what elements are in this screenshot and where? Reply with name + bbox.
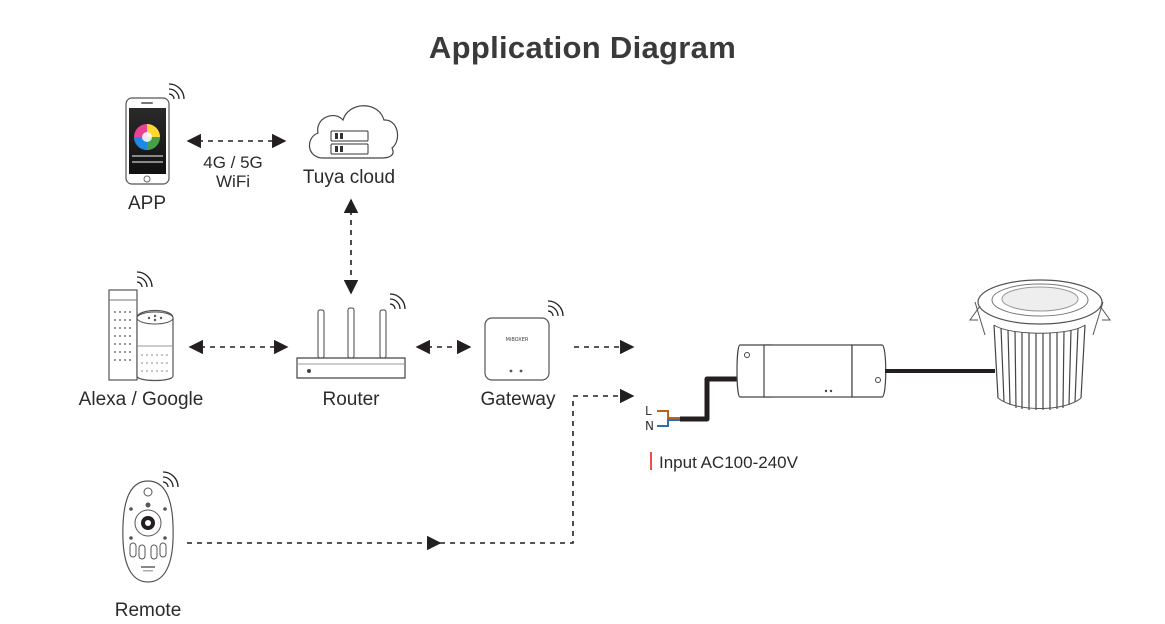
downlight-icon — [969, 279, 1111, 410]
remote-link-b — [440, 388, 635, 544]
wifi-signal-icon — [547, 300, 564, 317]
wifi-signal-icon — [168, 83, 185, 100]
driver-box — [736, 344, 887, 398]
remote-label: Remote — [114, 600, 182, 621]
link-label-wifi: WiFi — [216, 172, 250, 191]
power-wires — [657, 376, 740, 427]
terminal-l-label: L — [645, 404, 652, 418]
router-icon — [296, 307, 406, 379]
cloud-label: Tuya cloud — [302, 167, 396, 188]
router-label: Router — [322, 389, 380, 410]
gateway-brand: MiBOXER — [506, 337, 529, 343]
wifi-signal-icon — [162, 471, 179, 488]
wifi-signal-icon — [389, 293, 406, 310]
terminal-n-label: N — [645, 419, 654, 433]
cloud-icon — [309, 105, 399, 159]
gateway-label: Gateway — [480, 389, 556, 410]
input-voltage-label: Input AC100-240V — [659, 453, 798, 472]
link-label-network: 4G / 5G — [203, 153, 263, 172]
app-label: APP — [127, 193, 167, 214]
smart-speaker-icon — [108, 289, 174, 382]
assistant-label: Alexa / Google — [78, 389, 204, 410]
page-title: Application Diagram — [428, 30, 737, 65]
remote-icon — [122, 480, 174, 583]
wifi-signal-icon — [136, 271, 153, 288]
phone-icon — [125, 97, 170, 185]
gateway-icon — [484, 317, 550, 381]
